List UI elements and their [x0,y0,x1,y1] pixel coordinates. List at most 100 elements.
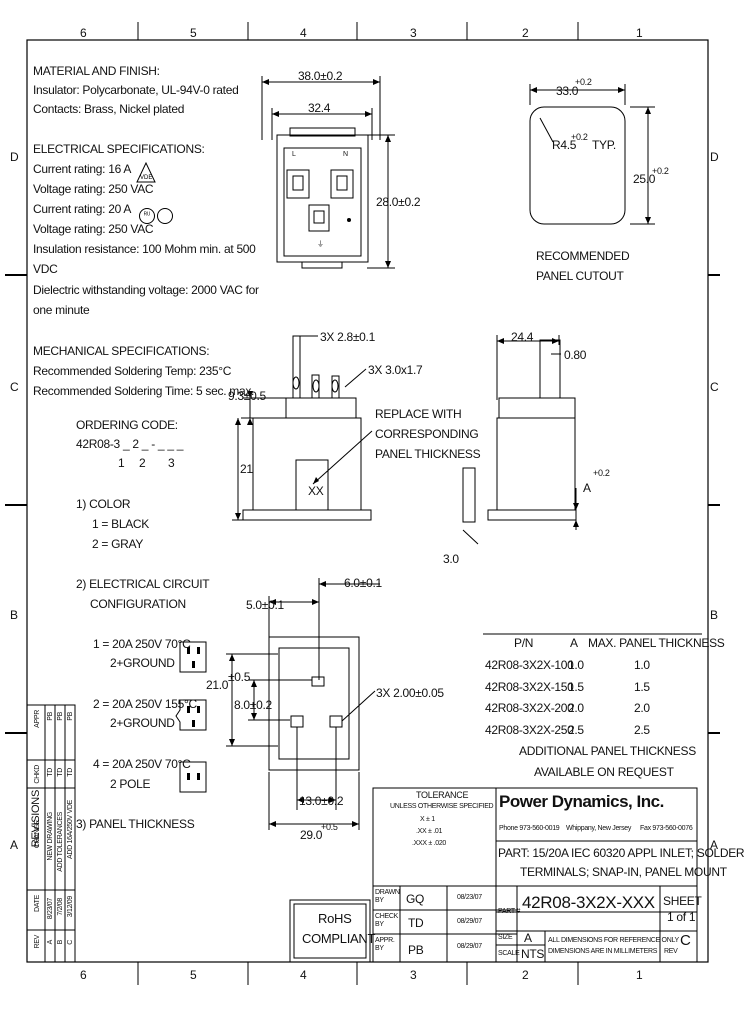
table-row-a: 2.5 [568,723,584,737]
tolerance-title: TOLERANCE [416,790,469,800]
dim-note-1: ALL DIMENSIONS FOR REFERENCE ONLY [548,937,679,944]
revision-row-chkd: TD [57,768,64,777]
table-row-a: 1.5 [568,680,584,694]
material-title: MATERIAL AND FINISH: [33,64,160,78]
revision-row-rev: A [47,940,54,945]
tolerance-unless: UNLESS OTHERWISE SPECIFIED [390,803,494,810]
dim-pcb-290: 29.0 [300,828,323,842]
table-row-thickness: 2.0 [634,701,650,715]
dim-side-30: 3.0 [443,552,459,566]
table-row-pn: 42R08-3X2X-250 [485,723,574,737]
check-date: 08/29/07 [457,918,482,925]
tolerance-x: X ± 1 [420,816,435,823]
col-label-5: 5 [190,26,197,40]
voltage-rating-1: Voltage rating: 250 VAC [33,182,154,196]
revision-row-chkd: TD [67,768,74,777]
circuit-option-1-sub: 2+GROUND [110,656,175,670]
color-black: 1 = BLACK [92,517,150,531]
vde-mark-text: VDE [140,175,152,181]
company-city: Whippany, New Jersey [566,825,632,832]
table-header-a: A [570,636,578,650]
company-phone: Phone 973-560-0019 [499,825,560,832]
row-label-b: B [10,608,18,622]
ordering-index-3: 3 [168,456,175,470]
dim-pcb-210-tol: ±0.5 [228,670,251,684]
revision-row-rev: B [57,940,64,945]
revision-row-appr: PB [67,712,74,721]
part-description-2: TERMINALS; SNAP-IN, PANEL MOUNT [520,865,727,879]
col-label-3-bottom: 3 [410,968,417,982]
appr-by: PB [408,943,424,957]
size-label: SIZE [498,934,513,941]
table-note-2: AVAILABLE ON REQUEST [534,765,674,779]
dim-height-28: 28.0±0.2 [376,195,421,209]
dim-cutout-typ: TYP. [592,138,616,152]
dim-pcb-holes: 3X 2.00±0.05 [376,686,444,700]
rev-col-header: REV [34,935,41,949]
rohs-label: RoHS [318,911,352,926]
dim-height-93: 9.3±0.5 [228,389,266,403]
scale-label: SCALE [498,950,520,957]
row-label-a-right: A [710,838,718,852]
col-label-2: 2 [522,26,529,40]
drawing-frame [5,22,720,985]
row-label-c-right: C [710,380,719,394]
table-row-thickness: 2.5 [634,723,650,737]
revision-row-date: 8/23/07 [47,898,54,920]
compliant-label: COMPLIANT [302,931,376,946]
col-label-2-bottom: 2 [522,968,529,982]
dim-note-2: DIMENSIONS ARE IN MILLIMETERS [548,948,658,955]
dim-side-080: 0.80 [564,348,587,362]
table-row-thickness: 1.0 [634,658,650,672]
col-label-4-bottom: 4 [300,968,307,982]
col-label-6: 6 [80,26,87,40]
check-by-label: CHECK BY [375,913,399,928]
table-row-a: 1.0 [568,658,584,672]
electrical-title: ELECTRICAL SPECIFICATIONS: [33,142,205,156]
circuit-option-2: 2 = 20A 250V 155°C [93,697,197,711]
chkd-col-header: CHKD [34,765,41,784]
ground-icon: ⏚ [317,241,324,248]
revision-row-appr: PB [57,712,64,721]
thickness-title: 3) PANEL THICKNESS [76,817,195,831]
sheet-value: 1 of 1 [667,910,696,924]
row-label-c: C [10,380,19,394]
label-l: L [292,151,296,158]
revision-row-date: 3/12/09 [67,896,74,918]
dielectric-duration: one minute [33,303,90,317]
table-row-thickness: 1.5 [634,680,650,694]
dim-side-a-tol: +0.2 [593,468,610,478]
current-rating-16: Current rating: 16 A [33,162,132,176]
circuit-option-4: 4 = 20A 250V 70°C [93,757,191,771]
appr-date: 08/29/07 [457,943,482,950]
appr-col-header: APPR [34,710,41,728]
col-label-4: 4 [300,26,307,40]
rev-label: REV [664,948,678,955]
dim-pin-width: 3X 2.8±0.1 [320,330,375,344]
table-row-pn: 42R08-3X2X-200 [485,701,574,715]
revision-row-rev: C [67,940,74,945]
solder-temp: Recommended Soldering Temp: 235°C [33,364,232,378]
drawn-date: 08/23/07 [457,894,482,901]
circuit-option-2-sub: 2+GROUND [110,716,175,730]
part-number: 42R08-3X2X-XXX [522,893,655,912]
change-col-header: CHANGE [34,820,41,849]
dim-pcb-130: 13.0±0.2 [299,794,344,808]
replace-note-1: REPLACE WITH [375,407,462,421]
part-number-label: PART # [498,908,520,915]
revision-row-change: NEW DRAWING [47,812,54,861]
row-label-d: D [10,150,19,164]
dim-cutout-radius-tol: +0.2 [571,132,588,142]
voltage-rating-2: Voltage rating: 250 VAC [33,222,154,236]
color-gray: 2 = GRAY [92,537,144,551]
dim-cutout-height-tol: +0.2 [652,166,669,176]
replace-note-3: PANEL THICKNESS [375,447,481,461]
revision-row-appr: PB [47,712,54,721]
insulation-resistance-unit: VDC [33,262,58,276]
dim-pin-hole: 3X 3.0x1.7 [368,363,423,377]
dielectric-voltage: Dielectric withstanding voltage: 2000 VA… [33,283,259,297]
mechanical-title: MECHANICAL SPECIFICATIONS: [33,344,210,358]
tolerance-xx: .XX ± .01 [416,828,443,835]
circuit-option-4-sub: 2 POLE [110,777,151,791]
table-header-thickness: MAX. PANEL THICKNESS [588,636,725,650]
